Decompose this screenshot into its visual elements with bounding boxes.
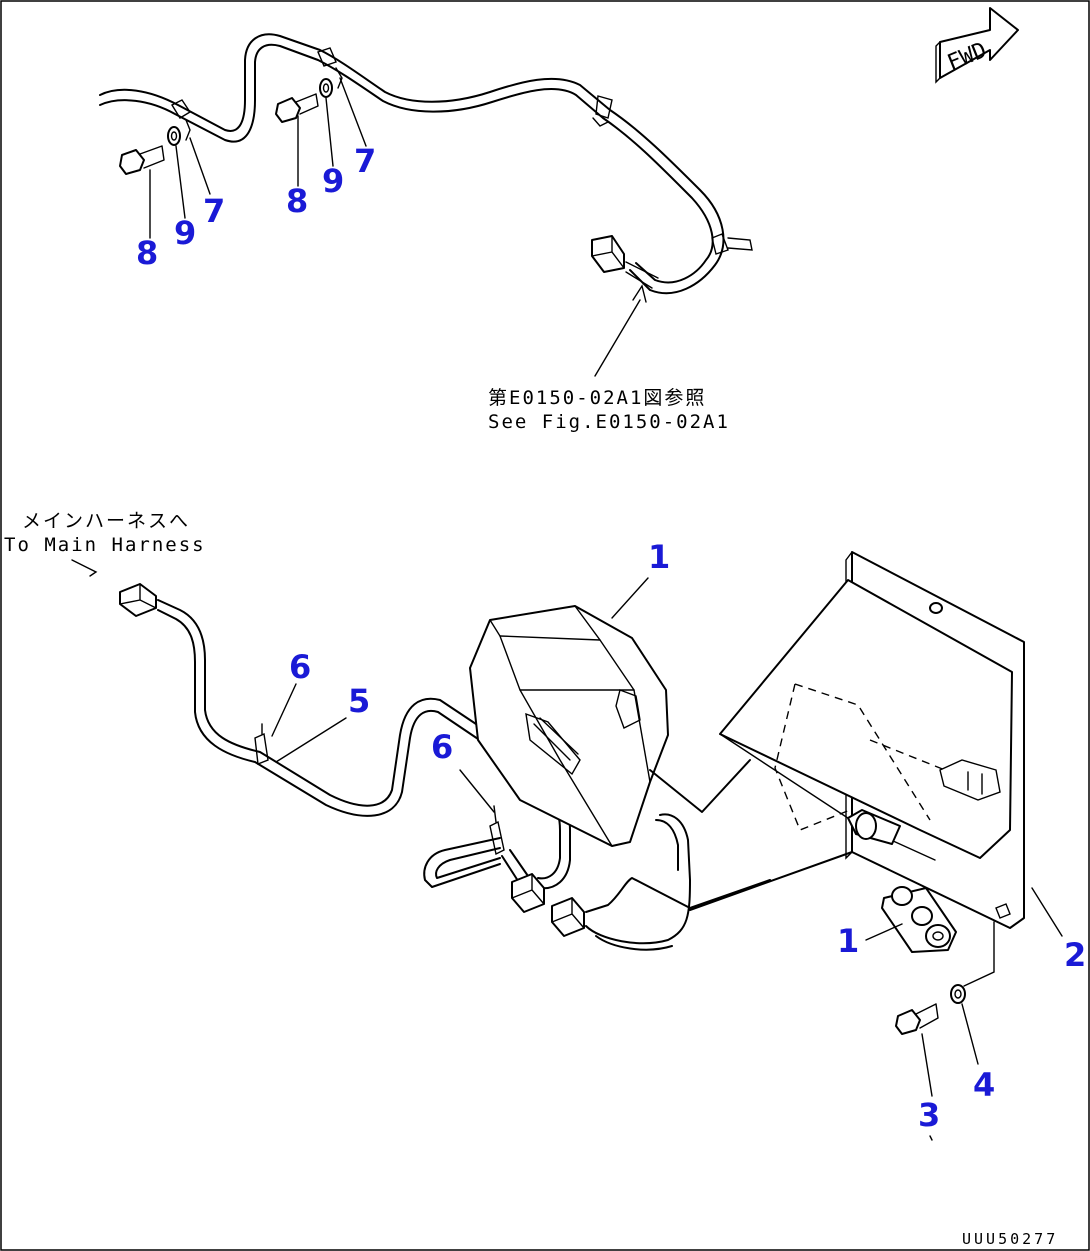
- lower-harness: [119, 583, 771, 951]
- callout-8-left: 8: [136, 234, 158, 272]
- lower-leaders: [271, 577, 1063, 1141]
- work-lamp: [469, 605, 669, 847]
- see-fig-note-en: See Fig.E0150-02A1: [488, 411, 730, 433]
- to-harness-arrow: [71, 559, 98, 577]
- bolt-set-right: [275, 67, 343, 123]
- bolt-3: [895, 1003, 939, 1035]
- callout-1-lamp: 1: [648, 538, 670, 576]
- callout-3: 3: [918, 1096, 940, 1134]
- to-harness-note-jp: メインハーネスへ: [22, 510, 190, 532]
- callout-1-bracket: 1: [837, 922, 859, 960]
- fwd-arrow-icon: FWD: [935, 7, 1019, 84]
- callout-8-right: 8: [286, 182, 308, 220]
- callout-9-left: 9: [174, 214, 196, 252]
- see-fig-note-jp: 第E0150-02A1図参照: [488, 387, 706, 409]
- callout-9-right: 9: [322, 162, 344, 200]
- upper-harness: [99, 33, 753, 295]
- callout-6-right: 6: [431, 728, 453, 766]
- upper-leaders: [149, 77, 647, 377]
- drawing-code: UUU50277: [962, 1230, 1058, 1248]
- callout-2: 2: [1064, 936, 1086, 974]
- callout-7-left: 7: [203, 192, 225, 230]
- to-harness-note-en: To Main Harness: [4, 534, 206, 556]
- callout-7-right: 7: [354, 142, 376, 180]
- mounting-bracket: [649, 551, 1025, 953]
- bolt-set-left: [119, 119, 191, 175]
- washer-4: [950, 984, 966, 1004]
- callout-5: 5: [348, 682, 370, 720]
- fwd-label: FWD: [944, 38, 990, 76]
- callout-4: 4: [973, 1066, 995, 1104]
- callout-6-left: 6: [289, 648, 311, 686]
